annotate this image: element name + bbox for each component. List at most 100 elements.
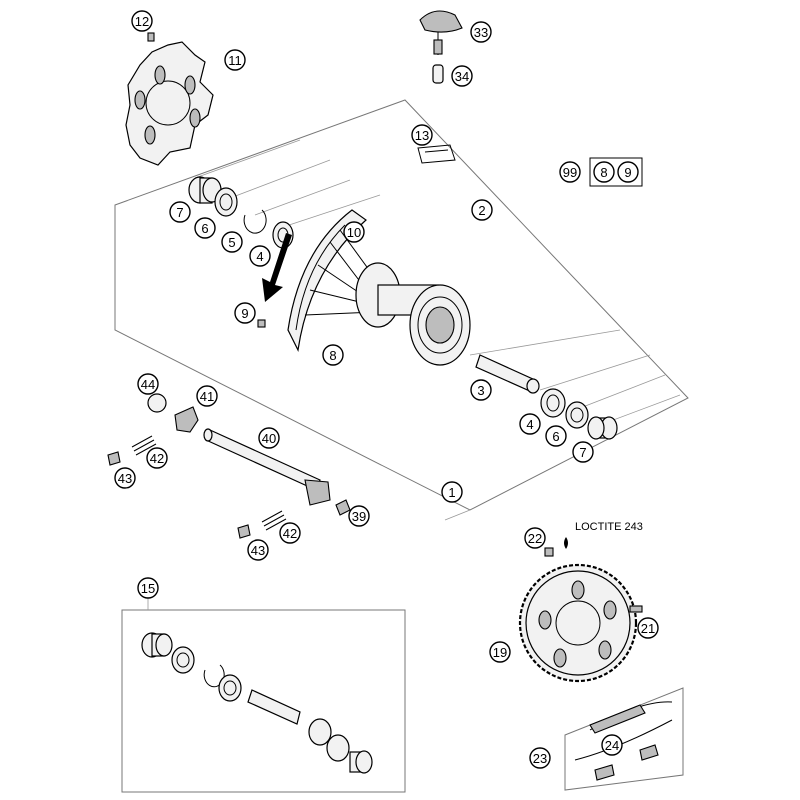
- axle: [203, 428, 331, 506]
- callout-label: 43: [251, 543, 265, 558]
- callout-6: 6: [194, 217, 216, 239]
- callout-9: 9: [617, 161, 639, 183]
- callout-label: 5: [228, 235, 235, 250]
- left-bearing-set: [188, 176, 294, 249]
- loctite-drop: [564, 537, 568, 549]
- callout-19: 19: [489, 641, 511, 663]
- callout-40: 40: [258, 427, 280, 449]
- sprocket: [518, 563, 638, 683]
- callout-label: 19: [493, 645, 507, 660]
- hub: [355, 262, 471, 366]
- callout-label: 4: [526, 417, 533, 432]
- sprocket-nut: [544, 547, 554, 557]
- callout-42: 42: [279, 522, 301, 544]
- callout-label: 43: [118, 471, 132, 486]
- callout-label: 21: [641, 621, 655, 636]
- callout-circle: [131, 10, 153, 32]
- callout-circle: [593, 161, 615, 183]
- callout-circle: [343, 221, 365, 243]
- callout-8: 8: [593, 161, 615, 183]
- valve-cap: [419, 10, 463, 84]
- callout-label: 42: [150, 451, 164, 466]
- sprocket-screw: [629, 605, 643, 613]
- callout-10: 10: [343, 221, 365, 243]
- callout-33: 33: [470, 21, 492, 43]
- callout-2: 2: [471, 199, 493, 221]
- callout-circle: [137, 577, 159, 599]
- callout-circle: [451, 65, 473, 87]
- callout-label: 44: [141, 377, 155, 392]
- callout-circle: [169, 201, 191, 223]
- callout-34: 34: [451, 65, 473, 87]
- callout-label: 4: [256, 249, 263, 264]
- callout-label: 10: [347, 225, 361, 240]
- callout-circle: [489, 641, 511, 663]
- callout-label: 9: [241, 306, 248, 321]
- chain-adjuster: [174, 406, 199, 433]
- callout-41: 41: [196, 385, 218, 407]
- callout-3: 3: [470, 379, 492, 401]
- callout-7: 7: [169, 201, 191, 223]
- callout-99: 99: [559, 161, 581, 183]
- callout-5: 5: [221, 231, 243, 253]
- callout-label: 2: [478, 203, 485, 218]
- callout-circle: [470, 379, 492, 401]
- callout-label: 11: [228, 53, 242, 68]
- callout-circle: [529, 747, 551, 769]
- callout-8: 8: [322, 344, 344, 366]
- callout-circle: [146, 447, 168, 469]
- bearing-kit-parts: [141, 632, 373, 774]
- callout-15: 15: [137, 577, 159, 599]
- callout-label: 41: [200, 389, 214, 404]
- callout-circle: [545, 425, 567, 447]
- disc-screw: [147, 32, 155, 42]
- axle-nut: [147, 393, 167, 413]
- spoke-nipple: [257, 319, 266, 328]
- callout-22: 22: [524, 527, 546, 549]
- hub-spacer: [475, 354, 540, 394]
- callout-label: 9: [624, 165, 631, 180]
- callout-circle: [441, 481, 463, 503]
- callout-circle: [524, 527, 546, 549]
- callout-circle: [559, 161, 581, 183]
- callout-circle: [411, 124, 433, 146]
- callout-4: 4: [249, 245, 271, 267]
- callout-circle: [519, 413, 541, 435]
- right-bearing-set: [540, 388, 618, 440]
- callout-13: 13: [411, 124, 433, 146]
- bearing-kit-frame: [121, 609, 406, 793]
- callout-circle: [114, 467, 136, 489]
- axle-end-plug: [335, 499, 351, 516]
- callout-label: 33: [474, 25, 488, 40]
- callout-circle: [234, 302, 256, 324]
- callout-9: 9: [234, 302, 256, 324]
- callout-21: 21: [637, 617, 659, 639]
- callout-label: 7: [579, 445, 586, 460]
- callout-circle: [194, 217, 216, 239]
- callout-label: 6: [201, 221, 208, 236]
- callout-label: 13: [415, 128, 429, 143]
- adjuster-screw-left: [131, 435, 157, 456]
- callout-circle: [601, 734, 623, 756]
- callout-circle: [348, 505, 370, 527]
- callout-circle: [221, 231, 243, 253]
- callout-7: 7: [572, 441, 594, 463]
- callout-11: 11: [224, 49, 246, 71]
- callout-label: 15: [141, 581, 155, 596]
- callout-circle: [247, 539, 269, 561]
- callout-circle: [249, 245, 271, 267]
- callout-circle: [471, 199, 493, 221]
- callout-label: 40: [262, 431, 276, 446]
- brake-disc: [125, 41, 214, 166]
- callout-circle: [617, 161, 639, 183]
- callout-circle: [137, 373, 159, 395]
- callout-label: 34: [455, 69, 469, 84]
- loctite-note: LOCTITE 243: [575, 521, 643, 533]
- kit-box: [589, 157, 643, 187]
- callout-43: 43: [247, 539, 269, 561]
- callout-circle: [322, 344, 344, 366]
- adjuster-screw-right: [261, 510, 287, 531]
- callout-4: 4: [519, 413, 541, 435]
- callout-label: 8: [600, 165, 607, 180]
- callout-39: 39: [348, 505, 370, 527]
